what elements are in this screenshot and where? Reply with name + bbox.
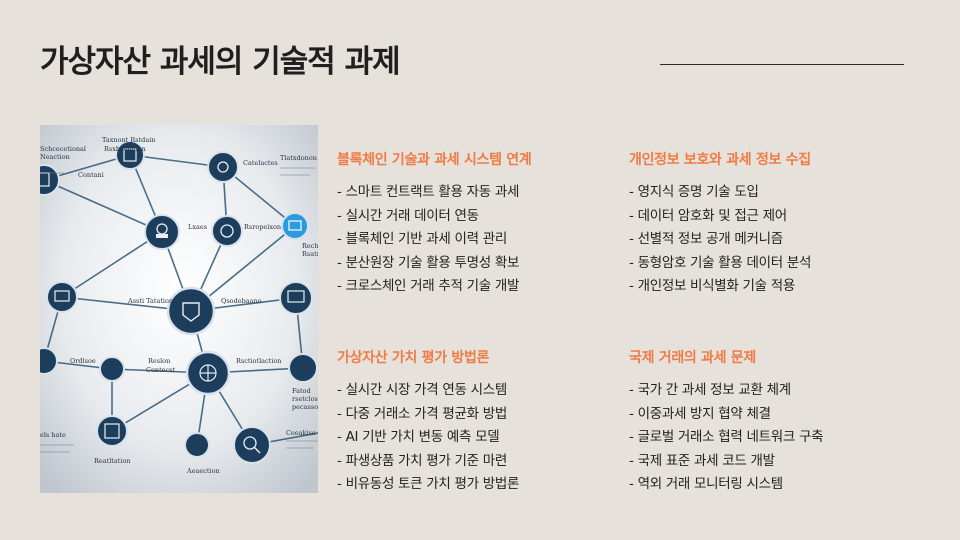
figure-label: Rsatr [302, 250, 318, 258]
network-nodes [40, 140, 318, 464]
bullet-item: 국가 간 과세 정보 교환 체계 [629, 379, 889, 403]
bullet-list: 국가 간 과세 정보 교환 체계 이중과세 방지 협약 체결 글로벌 거래소 협… [629, 379, 889, 497]
section-valuation-methodology: 가상자산 가치 평가 방법론 실시간 시장 가격 연동 시스템 다중 거래소 가… [337, 347, 597, 497]
figure-label: Taxnont Rstdain [102, 136, 155, 144]
figure-label: Reslon [148, 357, 170, 365]
bullet-item: 국제 표준 과세 코드 개발 [629, 450, 889, 474]
figure-label: Tlatxdonon [280, 154, 317, 162]
figure-label: Qsodebaano [221, 297, 262, 305]
bullet-item: 크로스체인 거래 추적 기술 개발 [337, 275, 597, 299]
section-heading: 블록체인 기술과 과세 시스템 연계 [337, 152, 532, 168]
bullet-item: 동형암호 기술 활용 데이터 분석 [629, 252, 889, 276]
figure-label: Catelactes [243, 159, 278, 167]
figure-label: Rsxbaeeoion [104, 145, 146, 153]
figure-label: els hate [40, 431, 66, 439]
bullet-item: 역외 거래 모니터링 시스템 [629, 473, 889, 497]
bullet-item: 실시간 거래 데이터 연동 [337, 205, 597, 229]
figure-label: Rech [302, 242, 318, 250]
figure-label: Schcecetional [40, 145, 86, 153]
section-heading: 국제 거래의 과세 문제 [629, 350, 756, 366]
network-diagram-image: Taxnont Rstdain Rsxbaeeoion Schcecetiona… [40, 125, 318, 493]
bullet-item: 스마트 컨트랙트 활용 자동 과세 [337, 181, 597, 205]
figure-label: Neaction [40, 153, 70, 161]
figure-label: pecassos [292, 403, 318, 411]
bullet-item: 실시간 시장 가격 연동 시스템 [337, 379, 597, 403]
bullet-item: 다중 거래소 가격 평균화 방법 [337, 403, 597, 427]
bullet-list: 영지식 증명 기술 도입 데이터 암호화 및 접근 제어 선별적 정보 공개 메… [629, 181, 889, 299]
figure-label: Rsctiotlaction [236, 357, 281, 365]
title-divider [660, 64, 904, 65]
figure-label: Rsropeixon [244, 223, 281, 231]
figure-label: Reatltation [94, 457, 131, 465]
section-privacy-and-data-collection: 개인정보 보호와 과세 정보 수집 영지식 증명 기술 도입 데이터 암호화 및… [629, 149, 889, 299]
figure-label: Fatod [292, 387, 311, 395]
section-international-taxation: 국제 거래의 과세 문제 국가 간 과세 정보 교환 체계 이중과세 방지 협약… [629, 347, 889, 497]
figure-label: Ordlsoe [70, 357, 96, 365]
figure-label: rsetclos [292, 395, 318, 403]
bullet-item: 이중과세 방지 협약 체결 [629, 403, 889, 427]
bullet-item: 데이터 암호화 및 접근 제어 [629, 205, 889, 229]
bullet-item: 선별적 정보 공개 메커니즘 [629, 228, 889, 252]
bullet-item: 파생상품 가치 평가 기준 마련 [337, 450, 597, 474]
bullet-item: 비유동성 토큰 가치 평가 방법론 [337, 473, 597, 497]
figure-label: Contecst [146, 366, 176, 374]
section-heading: 가상자산 가치 평가 방법론 [337, 350, 490, 366]
slide-title: 가상자산 과세의 기술적 과제 [40, 44, 401, 80]
bullet-list: 스마트 컨트랙트 활용 자동 과세 실시간 거래 데이터 연동 블록체인 기반 … [337, 181, 597, 299]
bullet-item: 블록체인 기반 과세 이력 관리 [337, 228, 597, 252]
bullet-item: 글로벌 거래소 협력 네트워크 구축 [629, 426, 889, 450]
figure-label: Contani [78, 171, 104, 179]
section-heading: 개인정보 보호와 과세 정보 수집 [629, 152, 811, 168]
figure-label: Ceeakiso [286, 429, 316, 437]
bullet-item: 영지식 증명 기술 도입 [629, 181, 889, 205]
bullet-item: 개인정보 비식별화 기술 적용 [629, 275, 889, 299]
section-blockchain-integration: 블록체인 기술과 과세 시스템 연계 스마트 컨트랙트 활용 자동 과세 실시간… [337, 149, 597, 299]
bullet-list: 실시간 시장 가격 연동 시스템 다중 거래소 가격 평균화 방법 AI 기반 … [337, 379, 597, 497]
bullet-item: 분산원장 기술 활용 투명성 확보 [337, 252, 597, 276]
bullet-item: AI 기반 가치 변동 예측 모델 [337, 426, 597, 450]
figure-label: Assti Tatation [127, 297, 173, 305]
figure-label: Lxaes [188, 223, 207, 231]
figure-label: Aeaection [186, 467, 220, 475]
